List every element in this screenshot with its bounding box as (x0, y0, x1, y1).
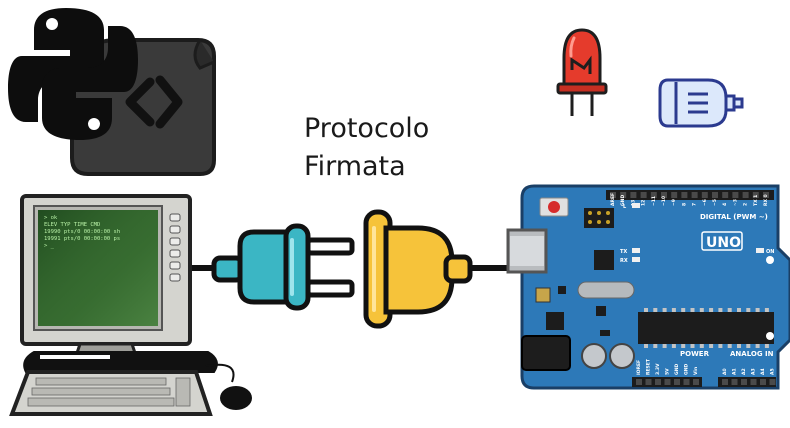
digital-pin-label: GND (620, 195, 626, 206)
analog-pin-label: A3 (751, 368, 757, 375)
computer-icon: > ok ELEV TYP TIME CMD 19990 pts/0 00:00… (9, 194, 252, 416)
power-pin (683, 379, 690, 385)
digital-label: DIGITAL (PWM ~) (700, 213, 768, 221)
digital-pin-label: ~6 (702, 199, 708, 206)
analog-pin-label: A4 (760, 368, 766, 375)
digital-pin-label: 12 (641, 200, 647, 206)
screen-buttons (169, 213, 181, 282)
power-pin-label: GND (684, 364, 690, 375)
arduino-board: AREF GND 13 12 ~11 ~10 ~9 8 7 ~6 ~5 4 ~3 2 TX 1 RX 0 DI… (506, 184, 790, 390)
analog-pin-label: A0 (722, 368, 728, 375)
analog-pin-label: A1 (732, 368, 738, 375)
digital-header (606, 190, 774, 200)
protocol-caption: Protocolo Firmata (304, 110, 429, 186)
terminal-line: > ok (44, 215, 58, 221)
analog-pin (722, 379, 728, 385)
python-script-icon (8, 8, 216, 176)
capacitor (581, 343, 607, 369)
keyboard-keys (27, 377, 191, 407)
plug-right-icon (363, 209, 473, 329)
power-pin (693, 379, 699, 385)
terminal-line: > _ (44, 243, 55, 249)
led-on-label: ON (766, 249, 774, 255)
analog-pin-label: A2 (741, 368, 747, 375)
power-pin (636, 379, 642, 385)
analog-pin (731, 379, 738, 385)
protocol-caption-line2: Firmata (304, 151, 406, 182)
digital-pin-label: ~9 (671, 199, 677, 206)
analog-pin-label: A5 (770, 368, 776, 375)
digital-pin (610, 192, 616, 198)
digital-pin-label: 7 (692, 203, 698, 206)
digital-pin-label: ~5 (712, 199, 718, 206)
usb-chip (594, 250, 614, 270)
digital-pin (630, 192, 637, 198)
digital-pin (681, 192, 688, 198)
digital-pin (620, 192, 627, 198)
digital-pin-label: 13 (630, 200, 636, 206)
power-pin-label: 3.3V (655, 363, 661, 375)
digital-pin-label: AREF (610, 193, 616, 206)
terminal-line: 19990 pts/0 00:00:00 sh (44, 229, 120, 235)
digital-pin (671, 192, 678, 198)
power-pin (655, 379, 661, 385)
led-icon (556, 28, 608, 116)
analog-pin (769, 379, 776, 385)
digital-pin-label: ~10 (661, 196, 667, 206)
digital-pin (732, 192, 739, 198)
crystal-oscillator (577, 281, 635, 299)
motor-icon (658, 78, 744, 128)
protocol-caption-line1: Protocolo (304, 113, 430, 144)
power-pin (674, 379, 680, 385)
digital-pin (661, 192, 667, 198)
digital-pin (640, 192, 647, 198)
atmega-chip (638, 312, 774, 344)
led-l-label: L (623, 204, 627, 210)
power-jack (521, 335, 571, 371)
digital-pin-label: RX 0 (763, 194, 769, 206)
power-pin-label: RESET (646, 358, 652, 375)
analog-pin (741, 379, 747, 385)
led-rx-label: RX (620, 258, 628, 264)
digital-pin (742, 192, 749, 198)
terminal-line: ELEV TYP TIME CMD (44, 222, 100, 228)
board-brand: UNO (706, 235, 741, 251)
digital-pin-label: 4 (722, 203, 728, 206)
python-logo-icon (8, 8, 138, 140)
power-pin (645, 379, 652, 385)
terminal-text: > ok ELEV TYP TIME CMD 19990 pts/0 00:00… (44, 215, 120, 249)
power-pin-label: GND (674, 364, 680, 375)
power-pin (664, 379, 671, 385)
power-pin-label: Vin (693, 367, 699, 375)
digital-pin-label: 2 (743, 203, 749, 206)
power-pin-label: IOREF (636, 360, 642, 375)
power-label: POWER (680, 350, 710, 358)
digital-pin (752, 192, 759, 198)
digital-pin-label: 8 (681, 203, 687, 206)
analog-pin (750, 379, 757, 385)
digital-pin-label: ~3 (732, 199, 738, 206)
analog-label: ANALOG IN (730, 350, 774, 358)
capacitor (609, 343, 635, 369)
digital-pin (763, 192, 769, 198)
digital-pin (722, 192, 729, 198)
digital-pin-label: ~11 (651, 196, 657, 206)
power-pin-label: 5V (665, 368, 671, 375)
digital-pin-label: TX 1 (753, 195, 759, 206)
digital-pin (701, 192, 708, 198)
mouse-icon (205, 363, 252, 410)
terminal-line: 19991 pts/0 00:00:00 ps (44, 236, 120, 242)
led-tx-label: TX (620, 249, 627, 255)
plug-left-icon (211, 223, 355, 311)
digital-pin (691, 192, 698, 198)
code-brackets-icon (125, 75, 183, 129)
digital-pin (712, 192, 718, 198)
digital-pin (650, 192, 657, 198)
reset-button (548, 201, 560, 213)
analog-pin (760, 379, 766, 385)
